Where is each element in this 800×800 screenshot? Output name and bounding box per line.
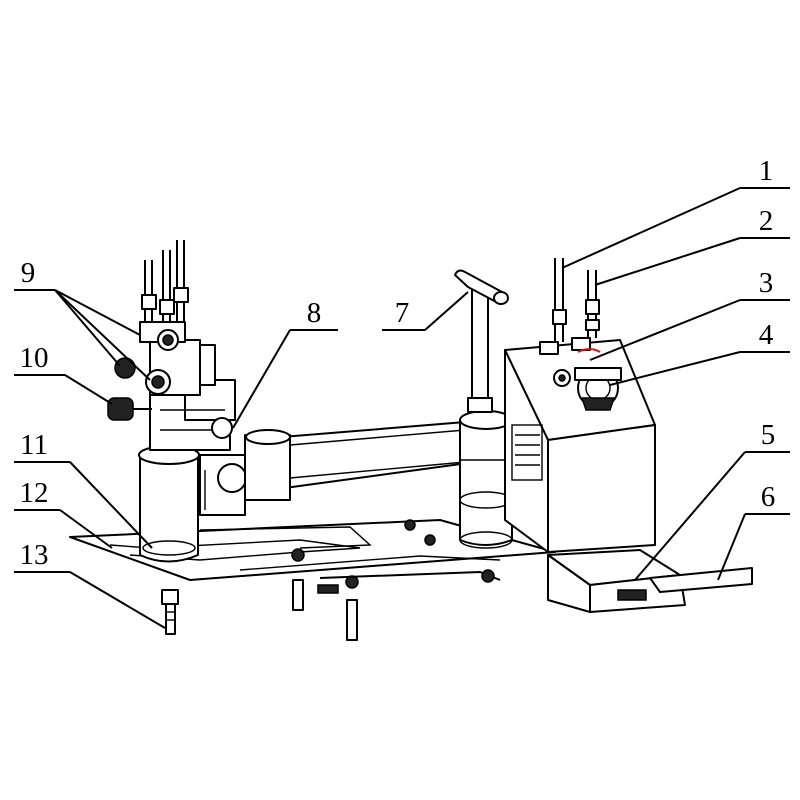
adjusting-knobs — [114, 329, 179, 395]
plate-bolts — [291, 519, 501, 641]
label-3: 3 — [759, 267, 774, 299]
label-9: 9 — [21, 257, 36, 289]
connecting-arm — [244, 419, 491, 501]
label-6: 6 — [761, 481, 776, 513]
callout-labels: 1 2 3 4 5 6 7 8 9 10 11 12 13 — [20, 155, 776, 571]
label-1: 1 — [759, 155, 774, 187]
left-pipes — [141, 240, 189, 322]
label-4: 4 — [759, 319, 774, 351]
label-2: 2 — [759, 205, 774, 237]
leader-lines — [14, 187, 790, 629]
center-column — [459, 410, 513, 549]
label-12: 12 — [20, 477, 49, 509]
label-13: 13 — [20, 539, 49, 571]
label-10: 10 — [20, 342, 49, 374]
right-pipes — [552, 258, 600, 342]
label-11: 11 — [20, 429, 48, 461]
label-5: 5 — [761, 419, 776, 451]
label-8: 8 — [307, 297, 322, 329]
handwheel-knob — [107, 397, 152, 421]
left-cylinder-body — [138, 445, 247, 563]
t-handle-rod — [454, 269, 509, 413]
foot-pedal — [649, 567, 753, 593]
control-dial — [553, 348, 622, 411]
bottom-bolt — [161, 589, 179, 635]
label-7: 7 — [395, 297, 410, 329]
